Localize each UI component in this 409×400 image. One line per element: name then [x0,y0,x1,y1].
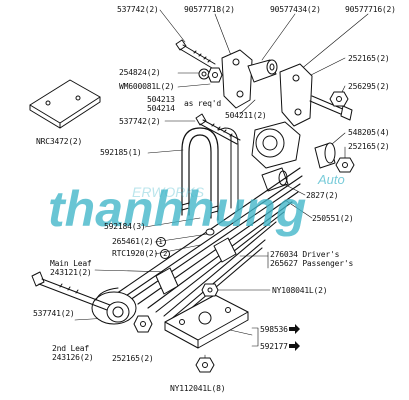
bolt-537742-upper [175,39,216,69]
nut-washer-254824 [198,67,223,83]
label-254824: 254824(2) [119,68,161,77]
label-2nd-leaf: 2nd Leaf [52,344,89,353]
spacer-2827 [261,167,289,192]
label-250551: 250551(2) [312,214,354,223]
label-592184: 592184(3) [104,222,146,231]
label-252165-a: 252165(2) [348,54,390,63]
u-bolt-plate [164,294,249,349]
label-548205: 548205(4) [348,128,390,137]
label-256295: 256295(2) [348,82,390,91]
callout-2: 2 [160,249,171,259]
label-276034: 276034 Driver's [270,250,340,259]
label-90577434: 90577434(2) [270,5,321,14]
bushes-548205 [314,142,336,169]
arrow-markers [289,324,300,351]
nut-ny112041 [195,357,215,373]
label-90577718: 90577718(2) [184,5,235,14]
spring-eye-front [91,287,137,325]
arrow-598536-icon [289,324,300,334]
watermark-logo: thanhhung [48,181,307,237]
bolt-537741 [31,271,111,311]
label-243126: 243126(2) [52,353,94,362]
nut-252165-lower [133,315,153,333]
watermark-sub: Auto [318,172,345,187]
spring-eye-rear [251,121,301,169]
label-90577716: 90577716(2) [345,5,396,14]
label-592177: 592177 [260,342,288,351]
label-504211: 504211(2) [225,111,267,120]
label-265461: 265461(2)1 [112,237,166,247]
label-537742-top: 537742(2) [117,5,159,14]
label-rtc1920: RTC1920(2)2 [112,249,171,259]
label-wm600081: WM600081L(2) [119,82,175,91]
shackle-plate-left [221,49,253,109]
nut-252165-mid [335,157,355,173]
nut-252165-upper [329,91,349,107]
label-598536: 598536 [260,325,288,334]
label-537742-second: 537742(2) [119,117,161,126]
spring-clamp [155,237,237,295]
label-504213: 504213 [147,95,175,104]
bump-stop-plate [29,79,101,129]
bolt-256295 [309,95,353,121]
u-bolt-592185 [181,127,239,221]
label-main-leaf: Main Leaf [50,259,92,268]
label-592185: 592185(1) [100,148,142,157]
label-ny108041: NY108041L(2) [272,286,328,295]
label-265627: 265627 Passenger's [270,259,354,268]
label-537741: 537741(2) [33,309,75,318]
label-243121: 243121(2) [50,268,92,277]
label-ny112041: NY112041L(8) [170,384,226,393]
watermark-faint: ERWORKS [132,184,205,200]
label-252165-b: 252165(2) [348,142,390,151]
washer-265461 [205,228,215,236]
label-252165-c: 252165(2) [112,354,154,363]
label-as-reqd: as req'd [184,99,221,108]
shackle-bush-90577434 [247,59,278,83]
label-504214: 504214 [147,104,175,113]
callout-1: 1 [155,237,166,247]
shackle-plate-right [279,63,313,127]
label-nrc3472: NRC3472(2) [36,137,83,146]
nut-ny108041 [201,283,219,297]
label-2827: 2827(2) [306,191,339,200]
arrow-592177-icon [289,341,300,351]
